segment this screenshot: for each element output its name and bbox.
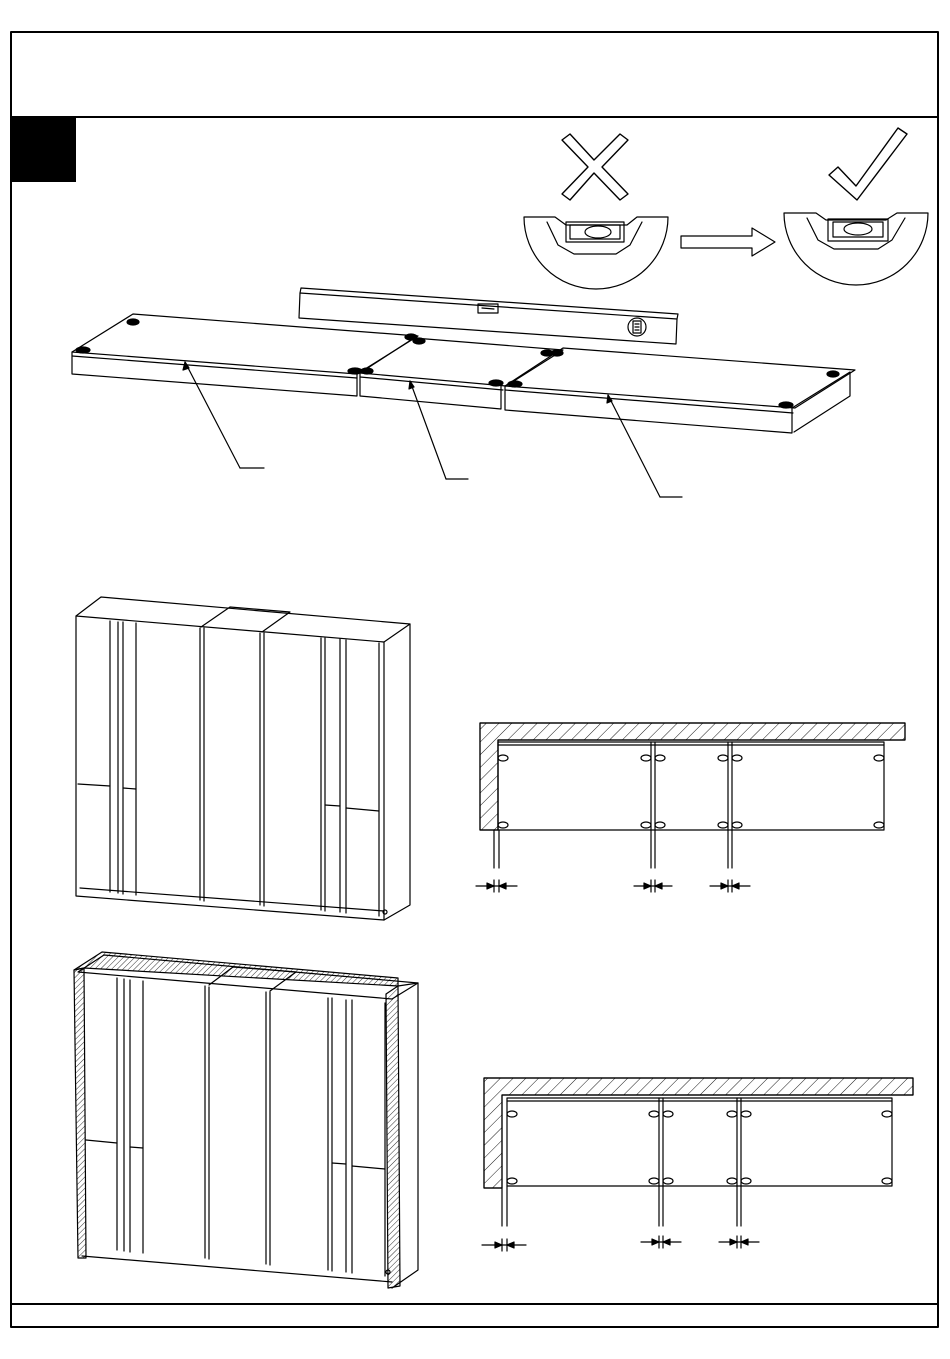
page-frame — [11, 32, 938, 1327]
wardrobe-without-frame — [76, 597, 410, 920]
top-view-section-gaps — [476, 723, 905, 892]
check-mark-icon — [829, 128, 907, 200]
level-bubble-off-center — [524, 217, 668, 289]
top-panel-middle — [360, 338, 563, 409]
callout-leader-right — [608, 395, 660, 497]
top-panels-leveling — [72, 288, 855, 497]
callout-leader-left — [185, 362, 240, 468]
spirit-level-icon — [299, 288, 678, 344]
callout-leader-middle — [410, 381, 446, 479]
frame-strip-top — [74, 952, 398, 986]
frame-strip-right — [386, 986, 400, 1288]
callout-leaders — [183, 362, 682, 497]
level-check-panel — [524, 128, 928, 289]
frame-strip-left — [74, 968, 86, 1258]
wardrobe-with-frame-strips — [74, 952, 418, 1288]
right-arrow-icon — [681, 228, 775, 256]
top-view-section-gaps-framed — [482, 1078, 913, 1251]
top-panel-right — [505, 348, 855, 433]
cross-mark-icon — [562, 134, 628, 200]
gap-dimension-marks-framed — [482, 1236, 759, 1251]
top-panel-left — [72, 314, 418, 396]
step-number-block — [12, 118, 76, 182]
gap-dimension-marks — [476, 880, 750, 892]
level-bubble-centered — [784, 213, 928, 285]
